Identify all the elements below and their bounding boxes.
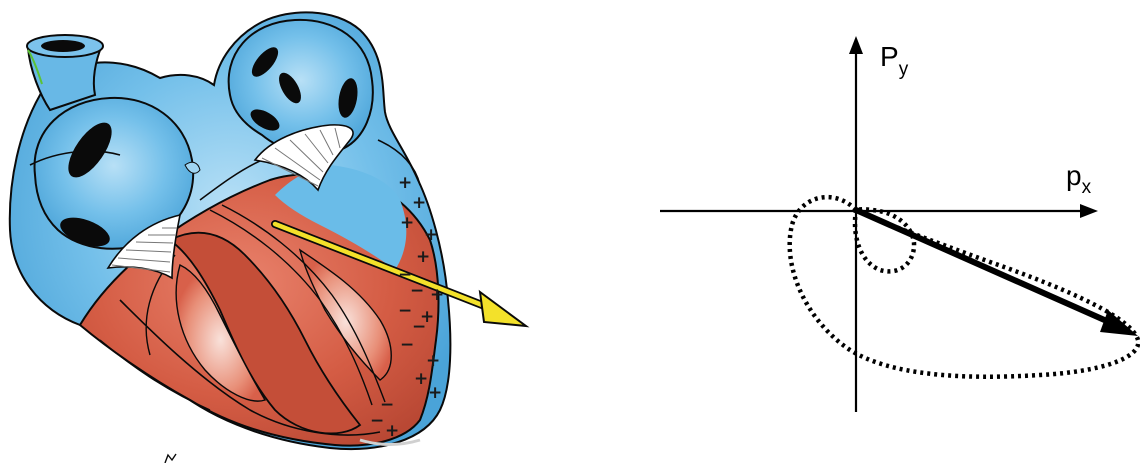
charge-sign: + <box>400 213 414 233</box>
y-axis-label: Py <box>880 41 909 80</box>
charge-sign: + <box>398 173 412 193</box>
vector-loop-plot: Py px <box>660 36 1138 412</box>
y-axis-arrow-icon <box>849 36 863 54</box>
x-axis-label: px <box>1066 160 1092 198</box>
charge-sign: − <box>398 301 412 321</box>
charge-sign: + <box>426 351 440 371</box>
small-dotted-loop <box>855 209 914 271</box>
large-dotted-loop <box>790 197 1139 377</box>
charge-sign: + <box>416 247 430 267</box>
x-axis-arrow-icon <box>1080 204 1098 218</box>
charge-sign: + <box>412 193 426 213</box>
charge-sign: + <box>420 307 434 327</box>
x-axis <box>660 204 1098 218</box>
charge-sign: − <box>370 411 384 431</box>
charge-sign: + <box>428 383 442 403</box>
heart-vector-arrow <box>856 210 1138 336</box>
heart-illustration: + + + + + − − − − − + + + + − − + + <box>10 12 526 463</box>
charge-sign: + <box>414 369 428 389</box>
charge-sign: + <box>430 285 444 305</box>
charge-sign: + <box>424 225 438 245</box>
charge-sign: − <box>410 281 424 301</box>
charge-sign: − <box>400 335 414 355</box>
charge-sign: + <box>385 421 399 441</box>
